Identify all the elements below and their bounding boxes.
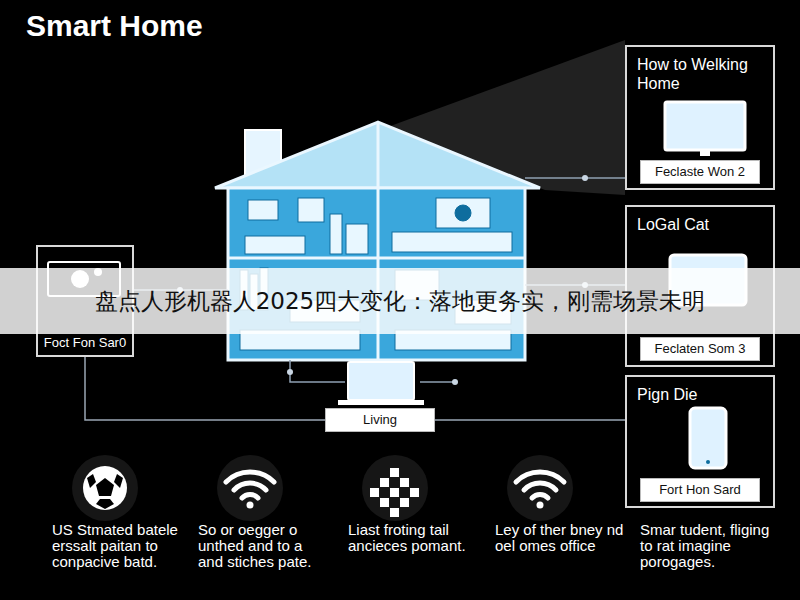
- wifi-icon: [532, 495, 548, 498]
- dots-icon: [400, 478, 409, 487]
- wire-dot: [582, 175, 588, 181]
- monitor-icon: [665, 102, 745, 156]
- ball-icon: [96, 499, 114, 509]
- wire: [290, 360, 345, 382]
- panel-heading: Pign Die: [627, 377, 773, 404]
- furniture: [245, 236, 305, 254]
- dots-icon: [390, 488, 399, 497]
- panel-heading: LoGal Cat: [627, 207, 773, 234]
- furniture: [455, 205, 471, 221]
- device-panel: Pign DieFort Hon Sard: [625, 375, 775, 508]
- feature-caption: Liast froting tail ancieces pomant.: [348, 522, 480, 554]
- furniture: [346, 224, 368, 254]
- dots-icon: [390, 508, 399, 517]
- wifi-icon: [226, 472, 274, 482]
- phone-icon: [690, 408, 726, 468]
- wire-dot: [452, 379, 458, 385]
- dots-icon: [380, 498, 389, 507]
- wifi-icon: [524, 483, 556, 490]
- furniture: [392, 232, 512, 252]
- monitor-icon: [700, 150, 710, 156]
- wifi-icon: [516, 472, 564, 482]
- furniture: [298, 198, 324, 222]
- furniture: [248, 200, 278, 220]
- laptop-icon: [348, 362, 414, 400]
- node-label: Fort Hon Sard: [653, 482, 747, 498]
- feature-caption: Smar tudent, fliging to rat imagine poro…: [640, 522, 772, 570]
- dots-icon: [410, 488, 419, 497]
- monitor-icon: [665, 102, 745, 150]
- device-tag: Fort Hon Sard: [640, 478, 760, 502]
- wifi-icon: [242, 495, 258, 498]
- phone-icon: [690, 408, 726, 468]
- wifi-icon: [516, 472, 564, 498]
- feature-icon-ground: [72, 455, 573, 521]
- dots-icon: [370, 468, 419, 517]
- wire-dot: [287, 369, 293, 375]
- connector: [85, 357, 325, 420]
- furniture: [330, 214, 342, 254]
- node-label: Foct Fon Sar0: [38, 335, 132, 355]
- laptop-icon: [338, 400, 424, 405]
- feature-icon-ground: [362, 455, 428, 521]
- node-label: Living: [357, 412, 403, 428]
- device-tag: Feclaste Won 2: [640, 160, 760, 184]
- ball-icon: [83, 466, 127, 510]
- feature-icon-ground: [507, 455, 573, 521]
- feature-icon-ground: [72, 455, 138, 521]
- house-floor: [228, 257, 525, 260]
- feature-caption: US Stmated batele erssalt paitan to conp…: [52, 522, 184, 570]
- wifi-icon: [247, 502, 254, 509]
- ball-icon: [96, 478, 114, 496]
- dots-icon: [380, 478, 389, 487]
- wifi-icon: [234, 483, 266, 490]
- dots-icon: [390, 468, 399, 477]
- furniture: [436, 198, 490, 228]
- ball-icon: [83, 466, 127, 510]
- device-panel: How to Welking HomeFeclaste Won 2: [625, 45, 775, 190]
- ball-icon: [114, 474, 123, 488]
- phone-icon: [706, 460, 710, 464]
- node-label: 盘点人形机器人2025四大变化：落地更务实，刚需场景未明: [95, 287, 706, 315]
- wifi-icon: [537, 502, 544, 509]
- node-label: Feclaten Som 3: [648, 341, 751, 357]
- laptop-icon: [338, 362, 424, 405]
- wire: [420, 381, 455, 383]
- room-tag: Living: [325, 408, 435, 432]
- feature-caption: So or oegger o unthed and to a and stich…: [198, 522, 330, 570]
- ball-icon: [87, 474, 96, 488]
- wire: [525, 177, 625, 179]
- dots-icon: [370, 488, 379, 497]
- title: Smart Home: [26, 8, 203, 44]
- dots-icon: [400, 498, 409, 507]
- panel-heading: How to Welking Home: [627, 47, 773, 93]
- node-label: Feclaste Won 2: [649, 164, 751, 180]
- feature-icon-ground: [217, 455, 283, 521]
- headline-band: 盘点人形机器人2025四大变化：落地更务实，刚需场景未明: [0, 268, 800, 334]
- connector: [435, 419, 625, 421]
- feature-caption: Ley of ther bney nd oel omes office: [495, 522, 627, 554]
- device-tag: Feclaten Som 3: [640, 337, 760, 361]
- wifi-icon: [226, 472, 274, 498]
